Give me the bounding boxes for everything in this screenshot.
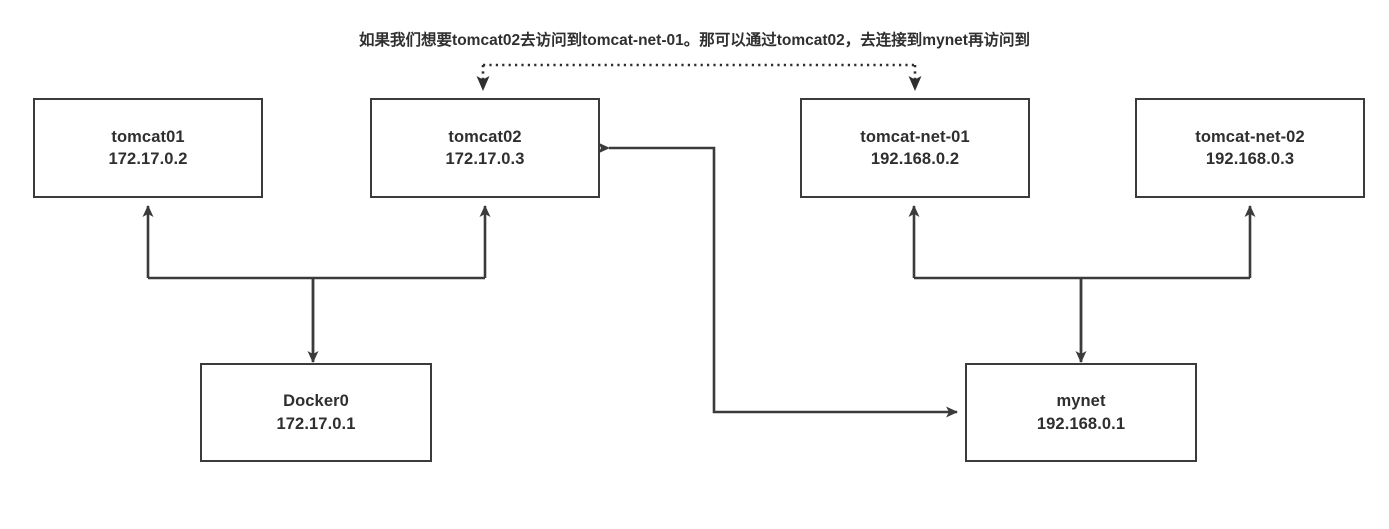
node-tomcat-net-02-name: tomcat-net-02 bbox=[1195, 127, 1305, 146]
node-mynet[interactable]: mynet 192.168.0.1 bbox=[965, 363, 1197, 462]
connector-annotation-dotted bbox=[476, 63, 922, 91]
node-tomcat02-name: tomcat02 bbox=[448, 127, 522, 146]
diagram-caption: 如果我们想要tomcat02去访问到tomcat-net-01。那可以通过tom… bbox=[359, 32, 1030, 49]
node-docker0-name: Docker0 bbox=[283, 392, 349, 411]
node-docker0[interactable]: Docker0 172.17.0.1 bbox=[200, 363, 432, 462]
node-docker0-ip: 172.17.0.1 bbox=[276, 414, 356, 433]
node-tomcat02-ip: 172.17.0.3 bbox=[445, 150, 525, 168]
node-tomcat-net-01[interactable]: tomcat-net-01 192.168.0.2 bbox=[800, 98, 1030, 198]
node-tomcat01-name: tomcat01 bbox=[111, 127, 185, 146]
connector-mynet-bus bbox=[908, 205, 1256, 363]
connector-docker0-bus bbox=[142, 205, 491, 363]
node-tomcat-net-01-ip: 192.168.0.2 bbox=[870, 150, 960, 168]
node-tomcat-net-01-name: tomcat-net-01 bbox=[860, 127, 970, 146]
node-mynet-ip: 192.168.0.1 bbox=[1036, 414, 1126, 433]
node-tomcat01-ip: 172.17.0.2 bbox=[108, 150, 188, 168]
node-tomcat01[interactable]: tomcat01 172.17.0.2 bbox=[33, 98, 263, 198]
node-tomcat-net-02[interactable]: tomcat-net-02 192.168.0.3 bbox=[1135, 98, 1365, 198]
node-tomcat-net-02-ip: 192.168.0.3 bbox=[1205, 150, 1295, 168]
node-mynet-name: mynet bbox=[1056, 392, 1106, 411]
node-tomcat02[interactable]: tomcat02 172.17.0.3 bbox=[370, 98, 600, 198]
